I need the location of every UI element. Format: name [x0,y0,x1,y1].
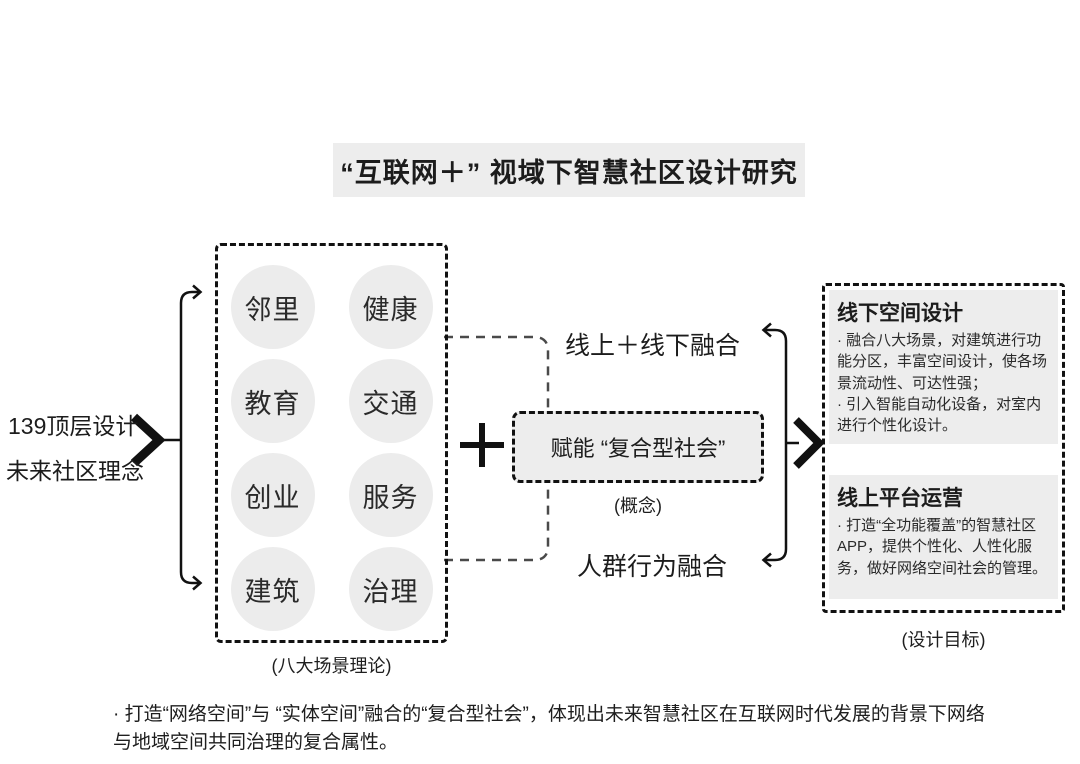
goal-section-online: 线上平台运营 · 打造“全功能覆盖”的智慧社区APP，提供个性化、人性化服务，做… [829,475,1058,599]
fusion-label-online-offline: 线上＋线下融合 [565,332,741,360]
concept-box: 赋能 “复合型社会” [512,411,764,483]
footnote: · 打造“网络空间”与 “实体空间”融合的“复合型社会”，体现出未来智慧社区在互… [113,701,1043,757]
left-input-line-1: 139顶层设计 [8,413,139,439]
design-goal-caption: (设计目标) [901,630,986,650]
goal-section-offline: 线下空间设计 · 融合八大场景，对建筑进行功能分区，丰富空间设计，使各场景流动性… [829,290,1058,445]
footnote-line-2: 与地域空间共同治理的复合属性。 [113,732,399,753]
scene-box-caption: (八大场景理论) [271,656,392,676]
scene-circle-education: 教育 [230,359,315,443]
goal-heading-online: 线上平台运营 [837,487,963,510]
scene-circle-architecture: 建筑 [230,547,315,631]
dashed-connector-top [444,335,550,409]
scene-circle-transport: 交通 [348,359,433,443]
goal-bullet: · 打造“全功能覆盖”的智慧社区APP，提供个性化、人性化服务，做好网络空间社会… [837,517,1048,577]
scene-circle-neighborhood: 邻里 [230,265,315,349]
left-bracket-arrows-icon [179,284,203,591]
right-bracket-arrows-icon [761,322,799,568]
goal-heading-offline: 线下空间设计 [837,302,963,325]
plus-icon [460,423,504,467]
scene-circle-service: 服务 [348,453,433,537]
goal-bullet: · 融合八大场景，对建筑进行功能分区，丰富空间设计，使各场景流动性、可达性强； [837,332,1048,392]
design-goal-box: 线下空间设计 · 融合八大场景，对建筑进行功能分区，丰富空间设计，使各场景流动性… [822,283,1065,613]
footnote-line-1: · 打造“网络空间”与 “实体空间”融合的“复合型社会”，体现出未来智慧社区在互… [113,704,985,725]
concept-box-caption: (概念) [614,496,662,516]
right-chevron-arrow-icon [793,417,825,469]
scene-circle-health: 健康 [348,265,433,349]
goal-bullet: · 引入智能自动化设备，对室内进行个性化设计。 [837,395,1042,435]
fusion-label-crowd-behavior: 人群行为融合 [577,553,728,581]
page-title: “互联网＋” 视域下智慧社区设计研究 [333,143,805,197]
scene-circle-entrepreneurship: 创业 [230,453,315,537]
left-input-line-2: 未来社区理念 [6,458,144,484]
scene-circle-governance: 治理 [348,547,433,631]
eight-scene-box: 邻里 健康 教育 交通 创业 服务 建筑 治理 [215,243,448,643]
